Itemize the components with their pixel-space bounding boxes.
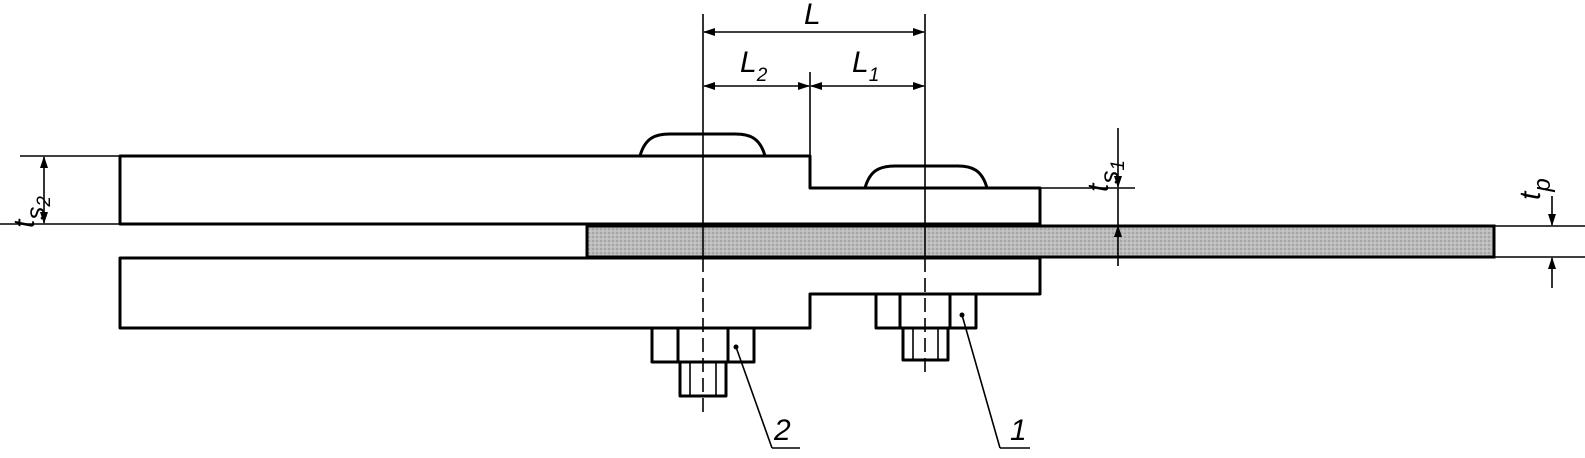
lower-strap	[118, 256, 1042, 330]
label-ts1-sub: 1	[1108, 160, 1129, 171]
callout-1: 1	[959, 312, 1030, 449]
label-L: L	[804, 0, 821, 31]
label-L1-main: L	[852, 46, 869, 79]
label-L2: L2	[740, 46, 768, 86]
callout-1-label: 1	[1010, 414, 1027, 447]
label-L2-main: L	[740, 46, 757, 79]
label-L2-sub: 2	[756, 65, 768, 86]
label-L1-sub: 1	[869, 65, 880, 86]
label-ts2: ts2	[8, 196, 55, 228]
label-L1: L1	[852, 46, 879, 86]
label-tp-main: t	[1514, 190, 1547, 200]
label-tp: tp	[1514, 178, 1556, 200]
label-tp-sub: p	[1529, 178, 1556, 192]
callout-2: 2	[733, 344, 800, 449]
callout-2-label: 2	[773, 414, 791, 447]
label-ts1: ts1	[1082, 160, 1129, 192]
label-ts2-sub: 2	[34, 196, 55, 208]
label-ts1-s: s	[1094, 171, 1124, 184]
middle-plate	[585, 224, 1496, 259]
label-ts2-s: s	[20, 207, 50, 220]
bolt-head-1	[863, 164, 989, 189]
label-ts2-main: t	[8, 218, 41, 228]
label-ts1-main: t	[1082, 182, 1115, 192]
nut-1	[874, 292, 978, 362]
